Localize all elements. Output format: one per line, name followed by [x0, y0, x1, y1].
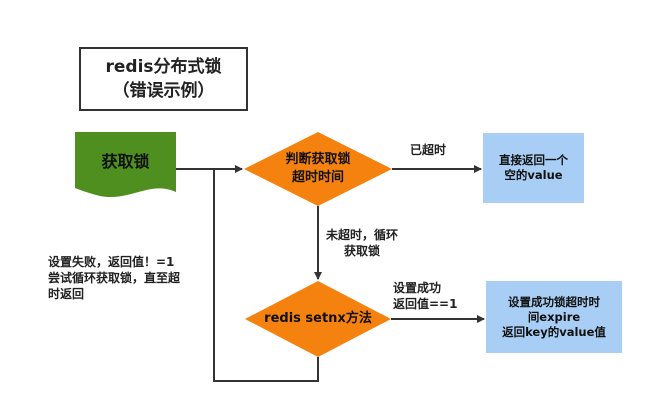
start-node-shape	[75, 132, 176, 198]
success-result-node: 设置成功锁超时时 间expire 返回key的value值	[486, 281, 622, 353]
timeout-result-line-1: 直接返回一个	[499, 153, 568, 167]
edge-fail-loop	[213, 169, 319, 382]
edge-label-fail-line-1: 设置失败，返回值！=1	[48, 255, 175, 269]
success-result-line-1: 设置成功锁超时时	[508, 294, 600, 309]
success-result-shape	[486, 281, 622, 353]
judge-diamond-shape	[244, 132, 392, 206]
success-result-line-3: 返回key的value值	[502, 324, 606, 339]
diagram-title: redis分布式锁 （错误示例）	[79, 47, 248, 111]
timeout-result-shape	[483, 133, 584, 203]
title-line-2: （错误示例）	[112, 81, 215, 101]
edge-label-fail: 设置失败，返回值！=1 尝试循环获取锁，直至超 时返回	[48, 254, 180, 302]
edge-label-not-timeout-line-2: 获取锁	[344, 244, 381, 258]
timeout-result-line-2: 空的value	[504, 168, 563, 182]
edge-label-timeout: 已超时	[410, 143, 447, 157]
setnx-node: redis setnx方法	[248, 309, 388, 329]
edge-label-not-timeout-line-1: 未超时，循环	[326, 228, 399, 242]
success-result-line-2: 间expire	[527, 309, 581, 324]
setnx-diamond-shape	[245, 281, 391, 357]
edge-label-fail-line-3: 时返回	[48, 287, 85, 301]
title-line-1: redis分布式锁	[105, 57, 222, 77]
start-node: 获取锁	[75, 138, 176, 182]
start-node-label: 获取锁	[101, 152, 150, 171]
judge-node: 判断获取锁 超时时间	[258, 146, 378, 192]
edge-label-not-timeout: 未超时，循环 获取锁	[326, 227, 398, 259]
setnx-node-label: redis setnx方法	[264, 311, 372, 326]
edge-label-success: 设置成功 返回值==1	[393, 280, 457, 312]
timeout-result-node: 直接返回一个 空的value	[483, 133, 584, 203]
edge-label-success-line-2: 返回值==1	[393, 297, 458, 311]
edge-label-fail-line-2: 尝试循环获取锁，直至超	[48, 271, 181, 285]
judge-node-line-2: 超时时间	[291, 170, 344, 185]
judge-node-line-1: 判断获取锁	[285, 152, 351, 167]
edge-label-success-line-1: 设置成功	[393, 281, 442, 295]
